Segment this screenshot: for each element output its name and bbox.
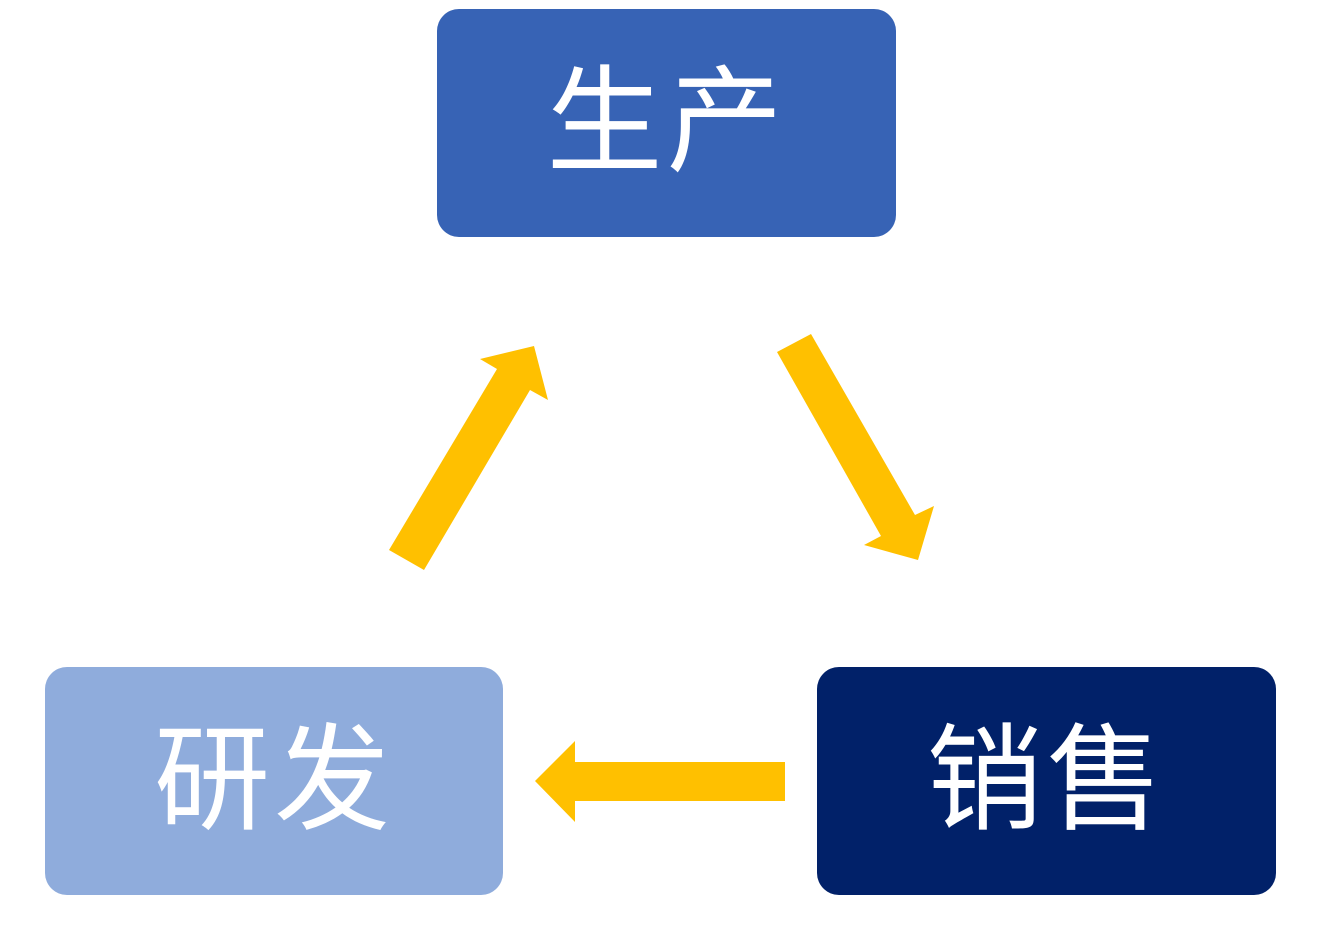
node-sales: 销售 xyxy=(817,667,1276,895)
node-production: 生产 xyxy=(437,9,896,237)
arrow-production-to-sales xyxy=(777,334,934,560)
node-production-label: 生产 xyxy=(546,55,787,190)
node-rnd-label: 研发 xyxy=(154,713,394,848)
arrow-sales-to-rnd xyxy=(535,741,785,822)
arrow-rnd-to-production xyxy=(389,346,548,570)
node-rnd: 研发 xyxy=(45,667,503,895)
node-sales-label: 销售 xyxy=(926,713,1167,848)
